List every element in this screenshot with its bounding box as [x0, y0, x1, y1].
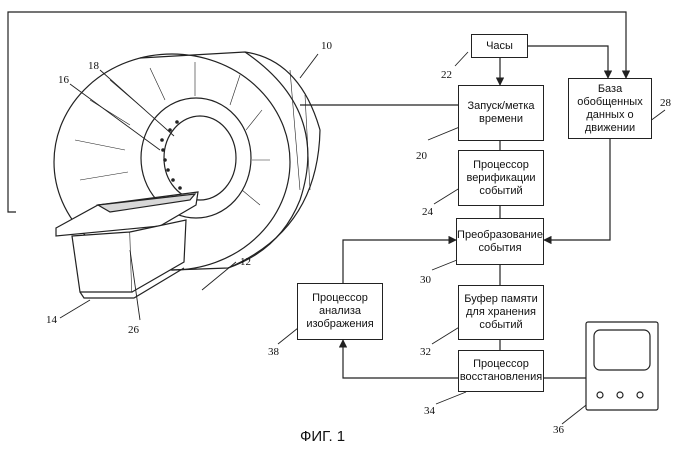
ref-16: 16: [58, 74, 69, 86]
ref-18: 18: [88, 60, 99, 72]
ref-14: 14: [46, 314, 57, 326]
ref-12: 12: [240, 256, 251, 268]
ref-32: 32: [420, 346, 431, 358]
clock-block: Часы: [471, 34, 528, 58]
ref-10: 10: [321, 40, 332, 52]
event-verification-block: Процессор верификации событий: [458, 150, 544, 206]
ref-38: 38: [268, 346, 279, 358]
connector-clock-to-database: [528, 46, 608, 78]
ref-34: 34: [424, 405, 435, 417]
ref-36: 36: [553, 424, 564, 436]
ref-30: 30: [420, 274, 431, 286]
motion-database-block: База обобщенных данных о движении: [568, 78, 652, 139]
connector-database-to-transform: [544, 139, 610, 240]
connector-reconstruction-to-analysis: [343, 340, 458, 378]
ref-24: 24: [422, 206, 433, 218]
event-buffer-block: Буфер памяти для хранения событий: [458, 285, 544, 340]
pet-scanner-illustration: [54, 52, 320, 298]
ref-22: 22: [441, 69, 452, 81]
connector-analysis-to-transform: [343, 240, 456, 283]
image-analysis-block: Процессор анализа изображения: [297, 283, 383, 340]
ref-20: 20: [416, 150, 427, 162]
display-monitor: [586, 322, 658, 410]
reconstruction-block: Процессор восстановления: [458, 350, 544, 392]
event-transform-block: Преобразование события: [456, 218, 544, 265]
patient-support-base: [72, 232, 132, 292]
start-timestamp-block: Запуск/метка времени: [458, 85, 544, 141]
ref-26: 26: [128, 324, 139, 336]
figure-caption: ФИГ. 1: [300, 428, 345, 445]
ref-28: 28: [660, 97, 671, 109]
